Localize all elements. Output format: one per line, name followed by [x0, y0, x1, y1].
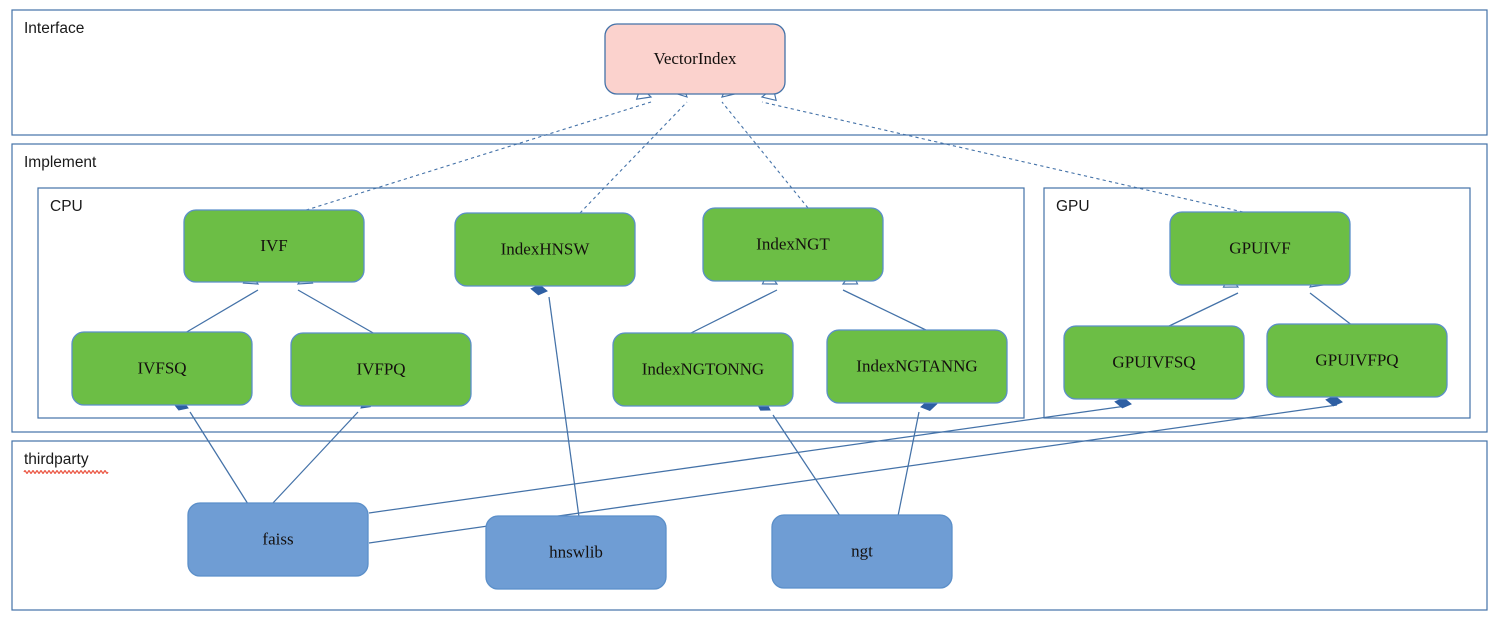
edge-line-gpuivfpq-gpuivf [1309, 292, 1354, 327]
node-label-gpuivfsq: GPUIVFSQ [1112, 352, 1195, 371]
edge-line-gpuivfsq-gpuivf [1164, 292, 1239, 329]
container-label-cpu: CPU [50, 198, 83, 215]
node-gpuivfsq[interactable]: GPUIVFSQ [1063, 325, 1245, 400]
node-indexngt[interactable]: IndexNGT [702, 207, 884, 282]
node-label-faiss: faiss [262, 529, 293, 548]
node-box-ivfpq[interactable] [290, 332, 472, 407]
edge-faiss-gpuivfsq [368, 397, 1132, 514]
edge-line-gpuivf-vectorindex [761, 101, 1244, 213]
node-label-vectorindex: VectorIndex [653, 49, 737, 68]
container-label-gpu: GPU [1056, 198, 1090, 215]
node-label-ivf: IVF [260, 236, 287, 255]
node-box-gpuivf[interactable] [1169, 211, 1351, 286]
node-box-indexngtanng[interactable] [826, 329, 1008, 404]
node-label-indexngtanng: IndexNGTANNG [856, 356, 977, 375]
node-box-ivf[interactable] [183, 209, 365, 283]
edge-hnswlib-indexhnsw [530, 284, 580, 518]
node-box-hnswlib[interactable] [485, 515, 667, 590]
container-label-thirdparty: thirdparty [24, 451, 89, 468]
node-box-ivfsq[interactable] [71, 331, 253, 406]
node-label-ivfpq: IVFPQ [356, 359, 405, 378]
edge-line-indexhnsw-vectorindex [579, 101, 688, 214]
composition-diamond-icon-faiss-gpuivfsq [1114, 397, 1132, 409]
node-indexngtonng[interactable]: IndexNGTONNG [612, 332, 794, 407]
node-ivf[interactable]: IVF [183, 209, 365, 283]
node-vectorindex[interactable]: VectorIndex [604, 23, 786, 95]
node-ivfpq[interactable]: IVFPQ [290, 332, 472, 407]
node-box-indexhnsw[interactable] [454, 212, 636, 287]
node-gpuivf[interactable]: GPUIVF [1169, 211, 1351, 286]
edge-line-ngt-indexngtonng [772, 414, 841, 517]
node-box-gpuivfpq[interactable] [1266, 323, 1448, 398]
node-box-indexngt[interactable] [702, 207, 884, 282]
node-label-ivfsq: IVFSQ [137, 358, 186, 377]
container-label-implement: Implement [24, 154, 97, 171]
node-indexhnsw[interactable]: IndexHNSW [454, 212, 636, 287]
node-hnswlib[interactable]: hnswlib [485, 515, 667, 590]
edge-line-ivfsq-ivf [184, 289, 259, 334]
node-label-ngt: ngt [851, 541, 873, 560]
edge-line-faiss-ivfsq [189, 411, 249, 505]
node-faiss[interactable]: faiss [187, 502, 369, 577]
node-label-gpuivfpq: GPUIVFPQ [1315, 350, 1398, 369]
node-box-faiss[interactable] [187, 502, 369, 577]
composition-diamond-icon-hnswlib-indexhnsw [530, 284, 548, 296]
node-box-gpuivfsq[interactable] [1063, 325, 1245, 400]
edge-line-ngt-indexngtanng [897, 411, 920, 517]
container-label-interface: Interface [24, 20, 84, 37]
node-box-ngt[interactable] [771, 514, 953, 589]
edge-line-ivfpq-ivf [297, 289, 376, 335]
edge-line-indexngtonng-indexngt [686, 289, 778, 336]
node-indexngtanng[interactable]: IndexNGTANNG [826, 329, 1008, 404]
edge-line-indexngtanng-indexngt [842, 289, 931, 333]
node-box-indexngtonng[interactable] [612, 332, 794, 407]
edge-line-faiss-ivfpq [271, 411, 359, 505]
node-ngt[interactable]: ngt [771, 514, 953, 589]
node-ivfsq[interactable]: IVFSQ [71, 331, 253, 406]
node-label-gpuivf: GPUIVF [1229, 238, 1290, 257]
node-label-hnswlib: hnswlib [549, 542, 603, 561]
node-label-indexngtonng: IndexNGTONNG [642, 359, 764, 378]
node-box-vectorindex[interactable] [604, 23, 786, 95]
edge-line-faiss-gpuivfsq [368, 405, 1127, 514]
node-label-indexhnsw: IndexHNSW [501, 239, 591, 258]
edge-line-hnswlib-indexhnsw [548, 296, 580, 518]
composition-diamond-icon-faiss-gpuivfpq [1325, 395, 1343, 407]
node-label-indexngt: IndexNGT [756, 234, 830, 253]
node-gpuivfpq[interactable]: GPUIVFPQ [1266, 323, 1448, 398]
spellcheck-underline-thirdparty [23, 470, 109, 474]
